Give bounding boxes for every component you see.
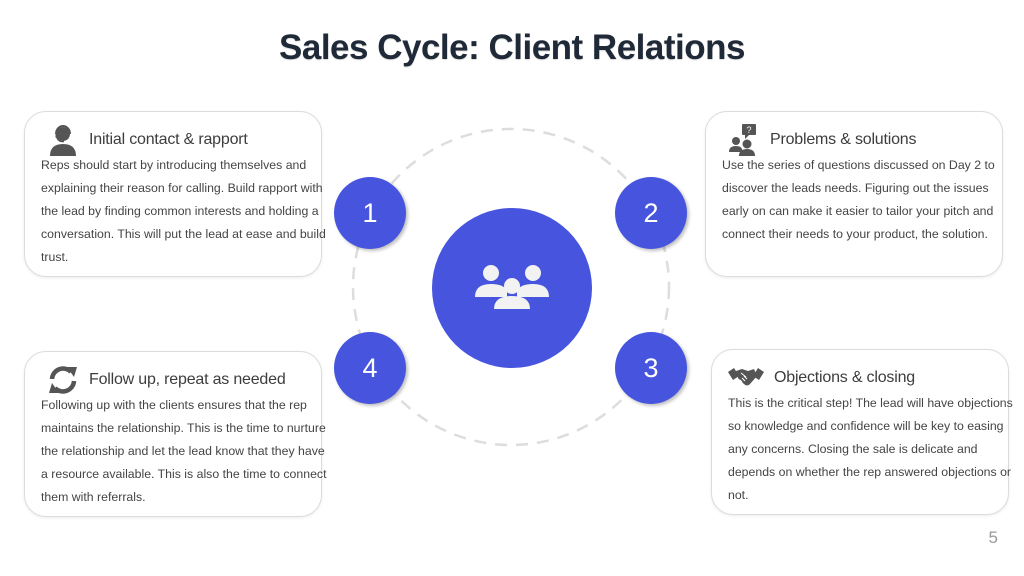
center-hub xyxy=(432,208,592,368)
refresh-arrows-icon xyxy=(49,366,77,394)
card-follow-up: Follow up, repeat as needed Following up… xyxy=(24,351,326,517)
headset-person-icon xyxy=(50,125,76,156)
card-body: Following up with the clients ensures th… xyxy=(41,398,327,504)
card-heading: Problems & solutions xyxy=(770,131,917,148)
people-question-icon: ? xyxy=(729,124,756,156)
step-1-badge: 1 xyxy=(334,177,406,249)
card-body: Use the series of questions discussed on… xyxy=(722,158,995,241)
card-heading: Follow up, repeat as needed xyxy=(89,371,286,388)
card-body: This is the critical step! The lead will… xyxy=(728,396,1013,502)
dashed-cycle-ring xyxy=(351,127,671,447)
group-of-people-icon xyxy=(475,265,549,309)
handshake-icon xyxy=(728,368,764,386)
card-heading: Objections & closing xyxy=(774,369,915,386)
slide-title: Sales Cycle: Client Relations xyxy=(279,28,745,67)
card-initial-contact: Initial contact & rapport Reps should st… xyxy=(24,111,326,277)
card-heading: Initial contact & rapport xyxy=(89,131,248,148)
step-4-badge: 4 xyxy=(334,332,406,404)
card-problems-solutions: ? Problems & solutions Use the series of… xyxy=(705,111,1003,277)
page-number: 5 xyxy=(988,528,998,547)
step-3-badge: 3 xyxy=(615,332,687,404)
svg-text:?: ? xyxy=(746,125,751,135)
card-objections-closing: Objections & closing This is the critica… xyxy=(711,349,1013,515)
step-2-badge: 2 xyxy=(615,177,687,249)
card-body: Reps should start by introducing themsel… xyxy=(41,158,326,264)
